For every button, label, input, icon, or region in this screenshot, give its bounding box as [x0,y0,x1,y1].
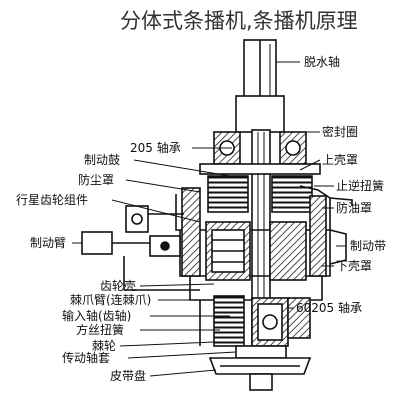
label-bearing-60205: 60205 轴承 [296,300,362,315]
lower-gearbox-part [199,295,311,347]
label-planet-gear-assembly: 行星齿轮组件 [16,193,88,207]
label-pulley: 皮带盘 [110,368,146,383]
brake-band-part [329,197,353,265]
label-seal-ring: 密封圈 [322,124,358,139]
label-ratchet-arm: 棘爪臂(连棘爪) [70,292,151,307]
label-brake-drum: 制动鼓 [84,153,120,167]
page-title: 分体式条播机,条播机原理 [120,9,358,33]
leader-lines [72,61,346,377]
label-lower-cover: 下壳罩 [336,259,372,273]
planet-gear-part [205,221,307,281]
label-bearing-205: 205 轴承 [130,140,181,155]
label-anti-oil-cover: 防油罩 [336,200,372,215]
label-gear-shell: 齿轮壳 [100,279,136,293]
housing-part [175,185,331,301]
label-stop-spring: 止逆扭簧 [336,178,384,193]
label-square-spring: 方丝扭簧 [76,322,124,337]
part-labels: 脱水轴 205 轴承 密封圈 制动鼓 上壳罩 防尘罩 止逆扭簧 行星齿轮组件 防… [16,54,386,383]
label-drive-shaft-sleeve: 传动轴套 [62,350,110,365]
label-brake-arm: 制动臂 [30,236,66,250]
pulley-part [208,345,312,391]
brake-arm-linkage [81,205,200,291]
mechanism-drawing [81,39,353,391]
label-dewatering-shaft: 脱水轴 [304,54,340,69]
label-upper-cover: 上壳罩 [322,153,358,167]
dewatering-shaft-part [235,39,285,133]
label-dust-cover: 防尘罩 [78,172,114,187]
label-brake-band: 制动带 [350,239,386,253]
label-input-shaft: 输入轴(齿轴) [62,308,131,323]
label-ratchet-wheel: 棘轮 [92,339,116,353]
